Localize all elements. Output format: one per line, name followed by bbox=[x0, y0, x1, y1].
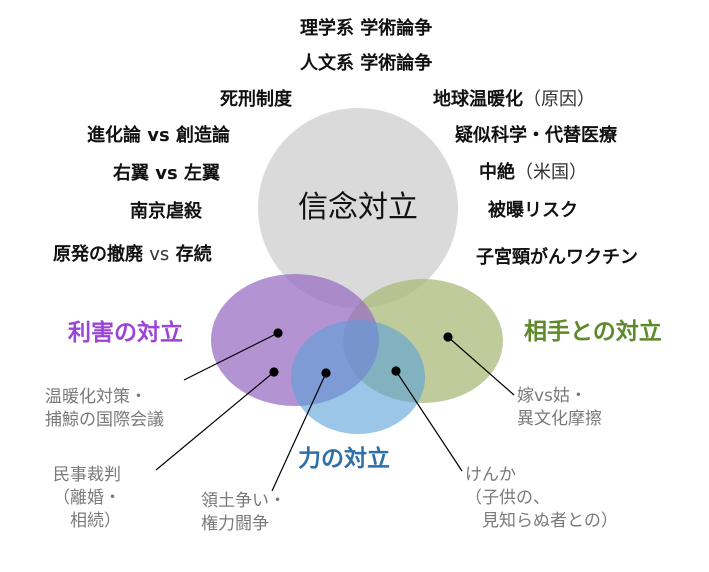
topic-evolution-creation: 進化論 vs 創造論 bbox=[87, 125, 230, 146]
topic-death-penalty: 死刑制度 bbox=[220, 89, 292, 110]
topic-nuclear-power: 原発の撤廃 vs 存続 bbox=[53, 244, 212, 265]
leader-line-in-laws bbox=[447, 336, 515, 396]
topic-radiation-risk: 被曝リスク bbox=[488, 200, 578, 221]
topic-pseudoscience: 疑似科学・代替医療 bbox=[455, 125, 617, 146]
point-power bbox=[321, 368, 331, 378]
example-warming-whaling: 温暖化対策・ 捕鯨の国際会議 bbox=[45, 387, 164, 430]
topic-right-left: 右翼 vs 左翼 bbox=[113, 163, 220, 184]
topic-nanking: 南京虐殺 bbox=[130, 201, 202, 222]
topic-humanities-debate: 人文系 学術論争 bbox=[300, 53, 433, 74]
topic-science-debate: 理学系 学術論争 bbox=[300, 18, 433, 39]
leader-line-civil-trial bbox=[155, 371, 275, 471]
topic-global-warming: 地球温暖化（原因） bbox=[433, 89, 595, 110]
belief-circle bbox=[258, 108, 458, 308]
point-partner bbox=[443, 332, 453, 342]
topic-hpv-vaccine: 子宮頸がんワクチン bbox=[476, 247, 638, 268]
partner-conflict-label: 相手との対立 bbox=[524, 319, 662, 345]
topic-abortion: 中絶（米国） bbox=[479, 162, 587, 183]
example-territory: 領土争い・ 権力闘争 bbox=[201, 491, 286, 534]
power-circle bbox=[291, 320, 425, 434]
point-interest bbox=[273, 328, 283, 338]
point-interest-power bbox=[269, 367, 279, 377]
example-in-laws: 嫁vs姑・ 異文化摩擦 bbox=[517, 386, 602, 429]
leader-line-warming bbox=[183, 332, 279, 381]
leader-line-territory bbox=[271, 372, 327, 492]
leader-line-quarrel bbox=[395, 370, 463, 472]
power-conflict-label: 力の対立 bbox=[298, 446, 390, 472]
example-quarrel: けんか （子供の、 見知らぬ者との） bbox=[465, 465, 618, 531]
interest-conflict-label: 利害の対立 bbox=[68, 320, 183, 346]
point-power-partner bbox=[391, 366, 401, 376]
example-civil-trial: 民事裁判 （離婚・ 相続） bbox=[53, 465, 121, 531]
belief-conflict-label: 信念対立 bbox=[298, 190, 418, 225]
